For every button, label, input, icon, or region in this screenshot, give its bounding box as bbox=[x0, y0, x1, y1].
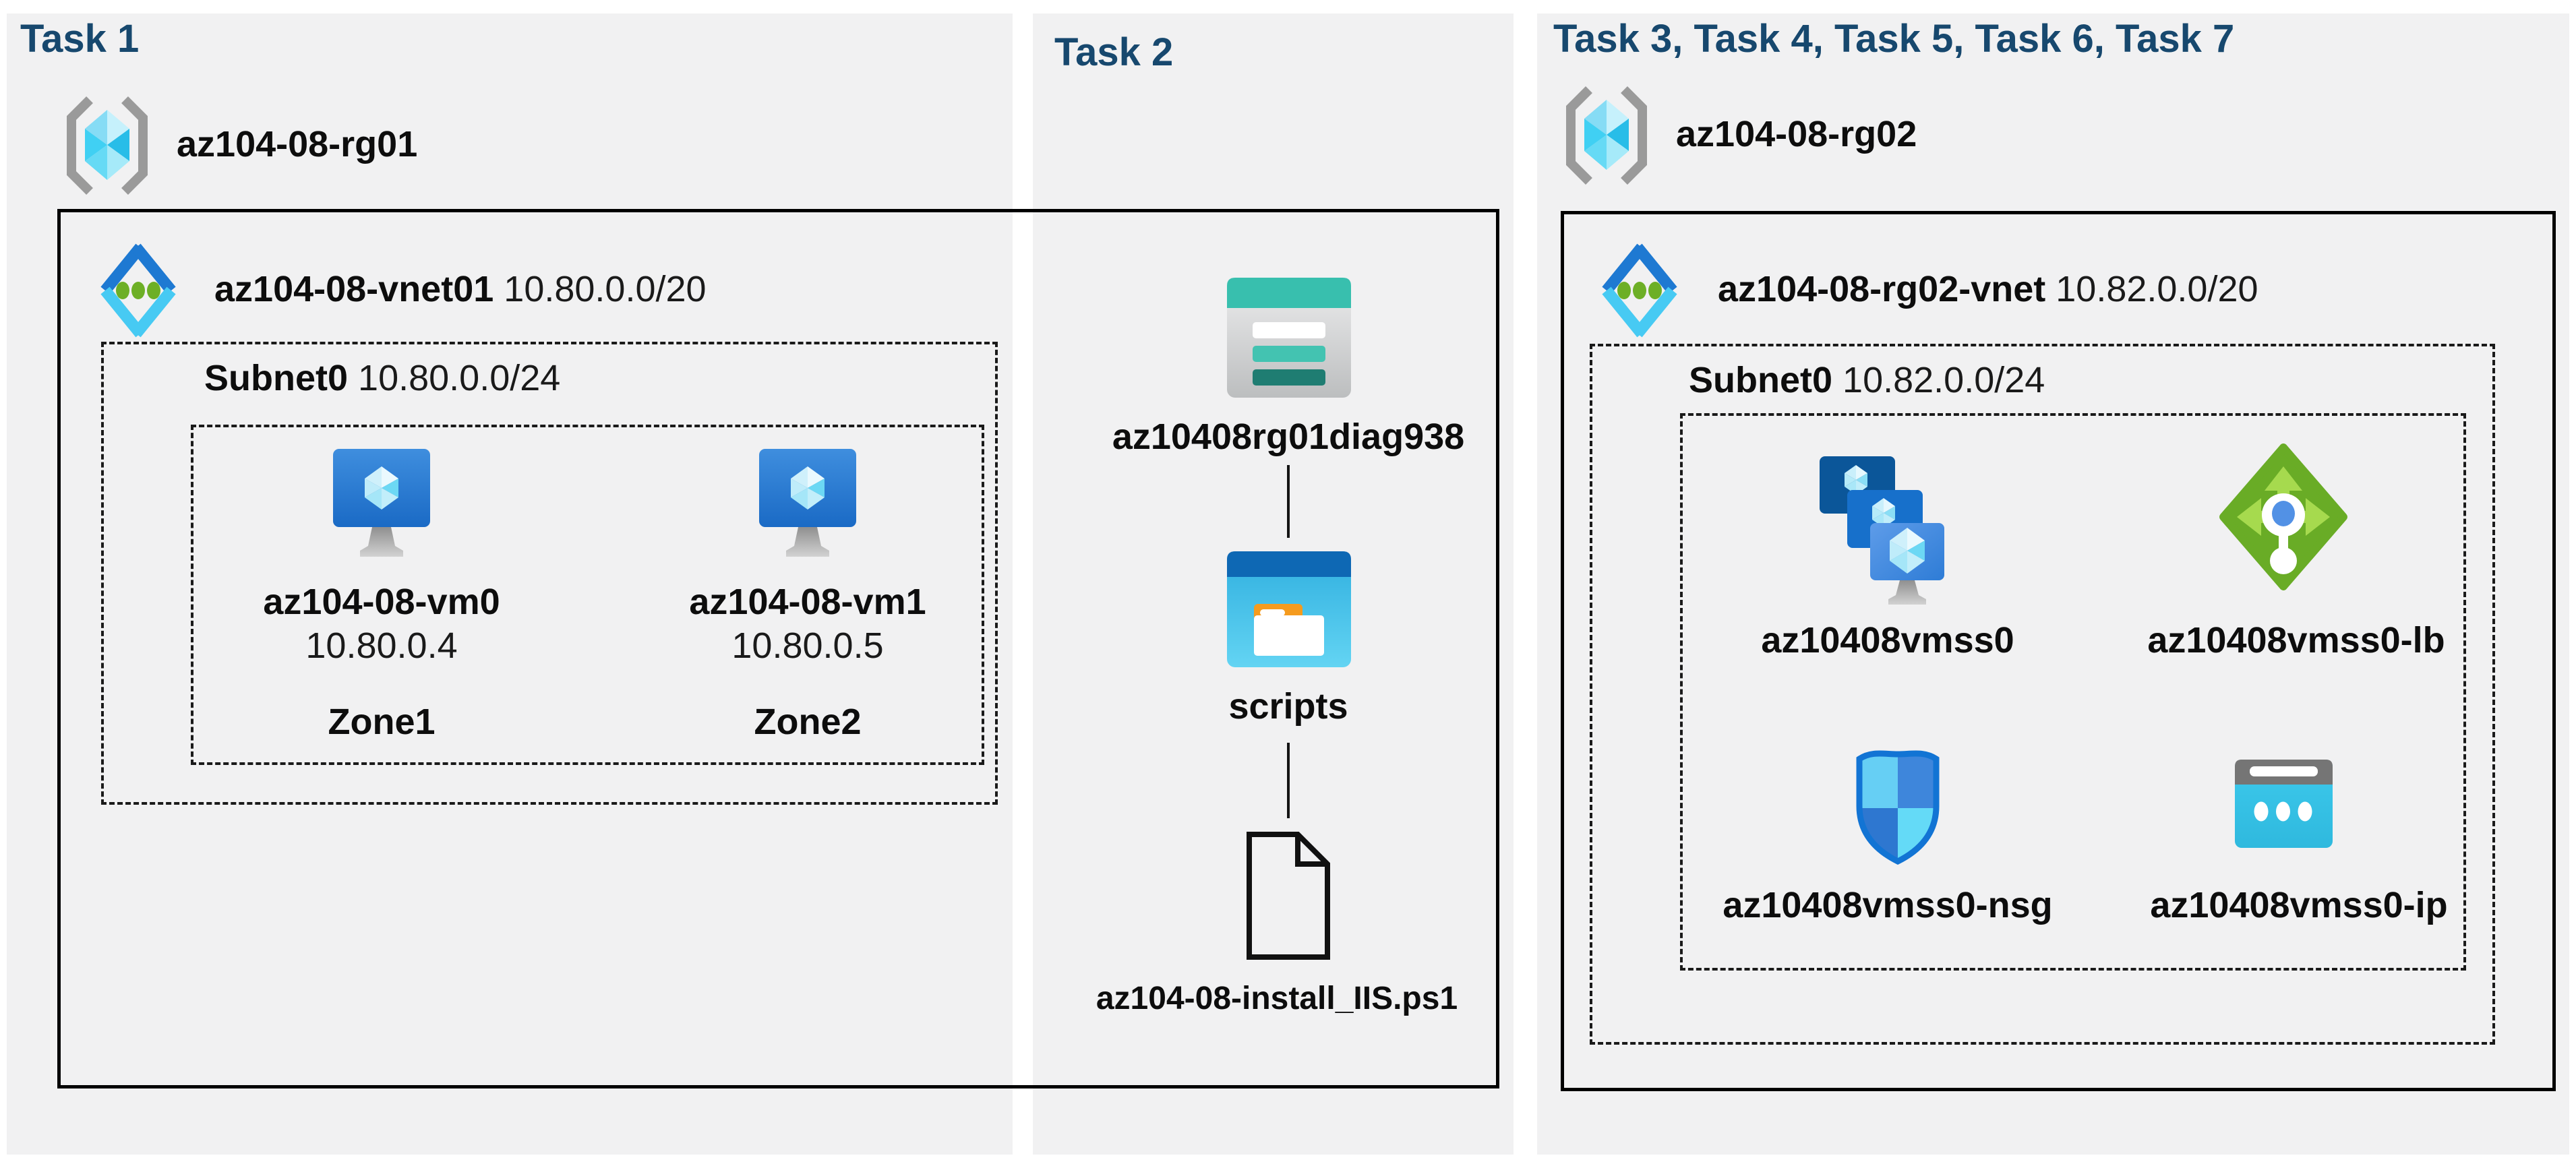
storage-account-label: az10408rg01diag938 bbox=[1112, 417, 1465, 457]
vm-zone: Zone2 bbox=[754, 702, 862, 742]
vm-name: az104-08-vm0 bbox=[263, 582, 500, 622]
resource-group-icon bbox=[1566, 86, 1647, 185]
vnet-name: az104-08-vnet01 bbox=[214, 269, 494, 309]
public-ip-icon bbox=[2235, 760, 2333, 848]
subnet-name: Subnet0 bbox=[1689, 360, 1833, 400]
subnet-label: Subnet0 10.80.0.0/24 bbox=[204, 357, 560, 399]
vnet-cidr: 10.80.0.0/20 bbox=[504, 269, 707, 309]
vm-ip: 10.80.0.5 bbox=[731, 625, 884, 666]
load-balancer-icon bbox=[2219, 443, 2347, 590]
script-file-icon bbox=[1247, 832, 1330, 960]
storage-account-icon bbox=[1227, 278, 1351, 398]
task1-panel bbox=[7, 13, 1013, 1155]
task3-header: Task 3, Task 4, Task 5, Task 6, Task 7 bbox=[1553, 17, 2235, 61]
vnet1-boundary-box bbox=[57, 209, 1499, 1088]
connector-line bbox=[1287, 465, 1290, 538]
subnet0-box bbox=[1590, 344, 2495, 1045]
resource-group-label: az104-08-rg01 bbox=[177, 124, 418, 164]
virtual-network-icon bbox=[1602, 243, 1677, 338]
subnet0-box bbox=[101, 342, 998, 805]
public-ip-label: az10408vmss0-ip bbox=[2150, 885, 2448, 925]
task1-header: Task 1 bbox=[20, 17, 140, 61]
vnet2-boundary-box bbox=[1561, 211, 2556, 1091]
virtual-machine-icon bbox=[759, 449, 856, 557]
load-balancer-label: az10408vmss0-lb bbox=[2147, 620, 2445, 661]
vnet-label: az104-08-rg02-vnet 10.82.0.0/20 bbox=[1718, 268, 2258, 310]
connector-line bbox=[1287, 743, 1290, 818]
vnet-label: az104-08-vnet01 10.80.0.0/20 bbox=[214, 268, 707, 310]
virtual-machine-icon bbox=[333, 449, 430, 557]
subnet-cidr: 10.82.0.0/24 bbox=[1843, 360, 2045, 400]
scripts-container-icon bbox=[1227, 551, 1351, 667]
vmss-resource-box bbox=[1680, 413, 2466, 971]
resource-group-label: az104-08-rg02 bbox=[1676, 114, 1917, 154]
subnet-cidr: 10.80.0.0/24 bbox=[358, 358, 561, 398]
vm-name: az104-08-vm1 bbox=[689, 582, 926, 622]
resource-group-icon bbox=[67, 96, 148, 195]
script-file-label: az104-08-install_IIS.ps1 bbox=[1096, 981, 1458, 1016]
vm-scale-set-icon bbox=[1820, 456, 1944, 605]
vm-zone: Zone1 bbox=[328, 702, 436, 742]
vm-ip: 10.80.0.4 bbox=[305, 625, 458, 666]
vm-zone-box bbox=[191, 425, 984, 765]
virtual-network-icon bbox=[100, 243, 176, 338]
nsg-label: az10408vmss0-nsg bbox=[1723, 885, 2053, 925]
vnet-name: az104-08-rg02-vnet bbox=[1718, 269, 2046, 309]
vmss-label: az10408vmss0 bbox=[1761, 620, 2014, 661]
nsg-shield-icon bbox=[1856, 750, 1940, 865]
task2-header: Task 2 bbox=[1054, 30, 1174, 74]
task3-panel bbox=[1537, 13, 2569, 1155]
vnet-cidr: 10.82.0.0/20 bbox=[2056, 269, 2258, 309]
subnet-name: Subnet0 bbox=[204, 358, 349, 398]
scripts-folder-label: scripts bbox=[1228, 686, 1348, 727]
subnet-label: Subnet0 10.82.0.0/24 bbox=[1689, 359, 2045, 401]
